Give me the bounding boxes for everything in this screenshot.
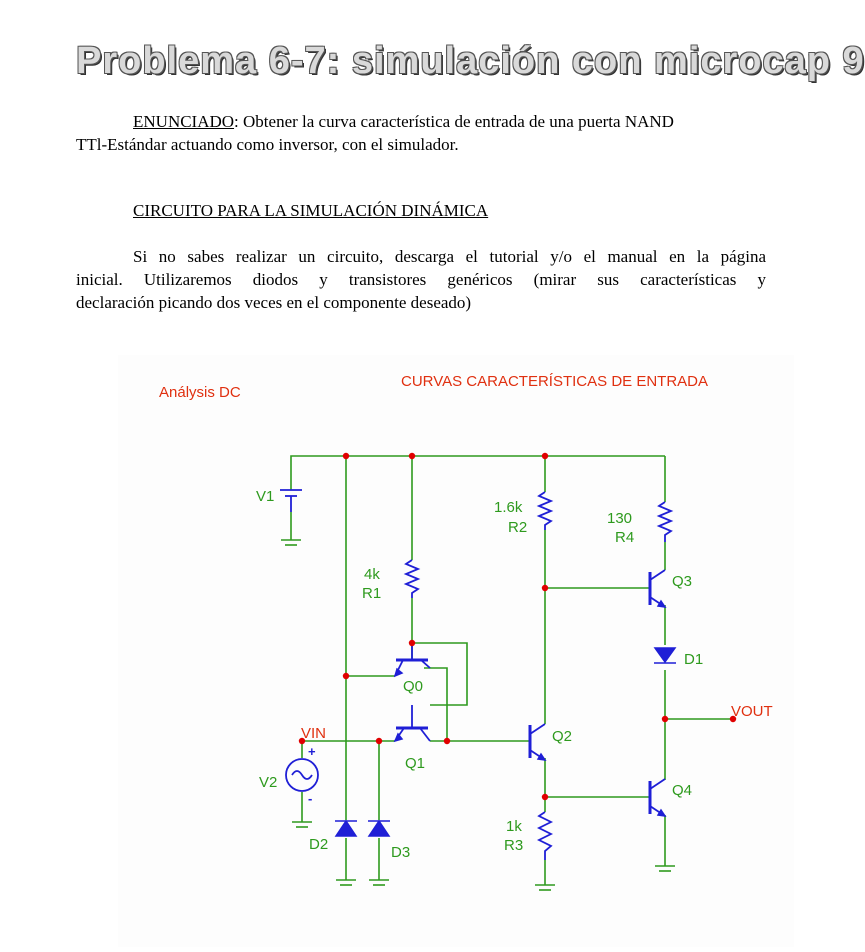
- intro-line-3: declaración picando dos veces en el comp…: [76, 293, 472, 312]
- label-d1: D1: [684, 651, 703, 668]
- components: [280, 489, 674, 860]
- label-r2-value: 1.6k: [494, 499, 523, 516]
- curves-label: CURVAS CARACTERÍSTICAS DE ENTRADA: [401, 373, 708, 390]
- label-minus: -: [308, 791, 312, 806]
- r3-resistor: [536, 811, 554, 860]
- label-q4: Q4: [672, 782, 692, 799]
- polarity-labels: + -: [308, 744, 316, 806]
- intro-line-1: Si no sabes realizar un circuito, descar…: [133, 247, 766, 266]
- label-q2: Q2: [552, 728, 572, 745]
- label-plus: +: [308, 744, 316, 759]
- d3-diode: [367, 819, 391, 837]
- intro-paragraph: Si no sabes realizar un circuito, descar…: [76, 245, 766, 314]
- intro-line-2: inicial. Utilizaremos diodos y transisto…: [76, 270, 766, 289]
- label-vin: VIN: [301, 725, 326, 742]
- junction-nodes: [298, 452, 737, 801]
- label-r3-value: 1k: [506, 818, 522, 835]
- page-title: Problema 6-7: simulación con microcap 9: [76, 40, 865, 82]
- label-v2: V2: [259, 774, 277, 791]
- component-fills: [334, 599, 677, 837]
- label-q1: Q1: [405, 755, 425, 772]
- label-r4: R4: [615, 529, 634, 546]
- label-q0: Q0: [403, 678, 423, 695]
- component-labels: V1 V2 4k R1 1.6k R2 1k R3 130 R4 Q0 Q1 Q…: [256, 488, 703, 861]
- r4-resistor: [656, 501, 674, 542]
- label-q3: Q3: [672, 573, 692, 590]
- section-heading-block: CIRCUITO PARA LA SIMULACIÓN DINÁMICA: [76, 199, 766, 222]
- label-r2: R2: [508, 519, 527, 536]
- r2-resistor: [536, 491, 554, 530]
- d1-diode: [653, 647, 677, 664]
- enunciado-label: ENUNCIADO: [133, 112, 235, 131]
- enunciado-text: : Obtener la curva característica de ent…: [234, 112, 674, 131]
- enunciado-text-2: TTl-Estándar actuando como inversor, con…: [76, 135, 459, 154]
- ground-symbols: [281, 539, 675, 891]
- analysis-label: Análysis DC: [159, 384, 241, 401]
- section-heading: CIRCUITO PARA LA SIMULACIÓN DINÁMICA: [133, 201, 489, 220]
- node-labels: VIN VOUT Análysis DC CURVAS CARACTERÍSTI…: [159, 373, 773, 742]
- schematic-figure: V1 V2 4k R1 1.6k R2 1k R3 130 R4 Q0 Q1 Q…: [118, 355, 794, 947]
- label-r1-value: 4k: [364, 566, 380, 583]
- label-r1: R1: [362, 585, 381, 602]
- d2-diode: [334, 819, 358, 837]
- label-v1: V1: [256, 488, 274, 505]
- label-d2: D2: [309, 836, 328, 853]
- v2-ac-source: [285, 758, 319, 792]
- circuit-schematic: V1 V2 4k R1 1.6k R2 1k R3 130 R4 Q0 Q1 Q…: [159, 373, 773, 891]
- enunciado-paragraph: ENUNCIADO: Obtener la curva característi…: [76, 110, 766, 156]
- label-d3: D3: [391, 844, 410, 861]
- label-r3: R3: [504, 837, 523, 854]
- label-vout: VOUT: [731, 703, 773, 720]
- r1-resistor: [403, 559, 421, 598]
- label-r4-value: 130: [607, 510, 632, 527]
